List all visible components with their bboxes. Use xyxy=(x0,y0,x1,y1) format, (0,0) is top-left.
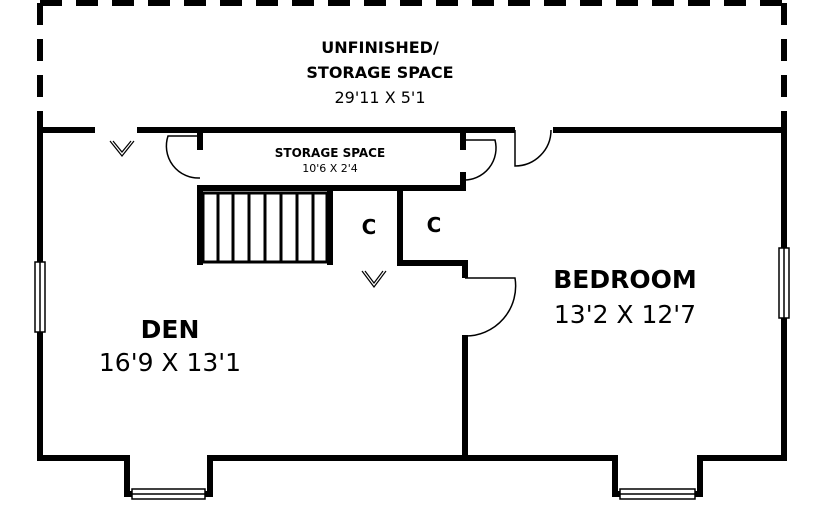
bottom-wall xyxy=(37,455,787,497)
bedroom-name: BEDROOM xyxy=(553,265,697,294)
stairs xyxy=(201,191,329,264)
unfinished-name-line1: UNFINISHED/ xyxy=(321,38,439,57)
closet-left-label: C xyxy=(361,215,377,239)
unfinished-dims: 29'11 X 5'1 xyxy=(334,88,426,107)
chevron-down-icon xyxy=(109,140,135,157)
bedroom-door xyxy=(464,277,517,337)
unfinished-space-boundary xyxy=(37,0,787,132)
bedroom-dims: 13'2 X 12'7 xyxy=(553,300,697,329)
den-name: DEN xyxy=(140,315,200,344)
bedroom-door-top xyxy=(514,129,552,167)
storage-door-right xyxy=(462,139,497,181)
storage-dims: 10'6 X 2'4 xyxy=(302,162,358,175)
chevron-down-icon xyxy=(361,270,387,288)
windows xyxy=(34,247,790,500)
opening-chevrons xyxy=(109,140,387,288)
storage-door-left xyxy=(165,135,201,179)
unfinished-name-line2: STORAGE SPACE xyxy=(306,63,454,82)
storage-name: STORAGE SPACE xyxy=(274,146,386,160)
den-dims: 16'9 X 13'1 xyxy=(98,348,242,377)
doors xyxy=(165,129,552,337)
closet-right-label: C xyxy=(426,213,442,237)
